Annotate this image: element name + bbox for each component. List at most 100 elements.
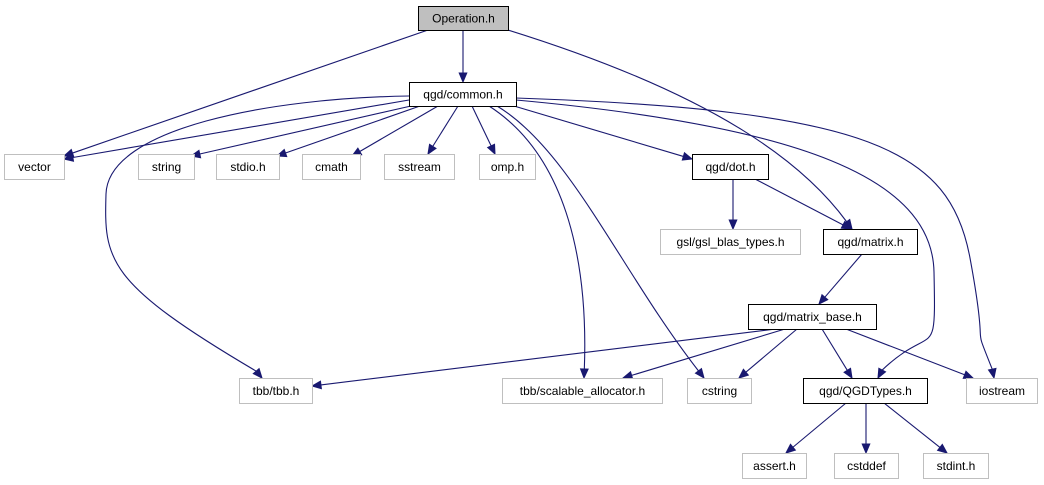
arrowhead: [458, 72, 468, 84]
node-box: [418, 6, 509, 31]
edge-common-h-to-cmath: [350, 105, 439, 157]
node-box: [138, 154, 195, 180]
node-box: [384, 154, 455, 180]
edge-line: [488, 105, 586, 370]
arrowhead: [62, 152, 75, 162]
node-label: stdint.h: [937, 459, 976, 473]
node-label: iostream: [979, 384, 1025, 398]
node-gsl-blas-types-h: gsl/gsl_blas_types.h: [660, 229, 801, 255]
arrowhead: [936, 443, 949, 454]
edge-line: [285, 105, 421, 154]
arrowhead: [818, 293, 829, 305]
edge-matrix-base-h-to-cstring: [738, 328, 798, 379]
edge-qgdtypes-h-to-cstddef: [861, 403, 871, 455]
node-label: tbb/scalable_allocator.h: [520, 384, 645, 398]
node-cmath: cmath: [302, 154, 361, 180]
edge-line: [105, 95, 410, 372]
arrowhead: [621, 370, 634, 380]
node-box: [803, 378, 928, 404]
edge-common-h-to-omp-h: [471, 105, 496, 156]
arrowhead: [252, 367, 263, 379]
arrowhead: [694, 367, 705, 380]
node-label: qgd/QGDTypes.h: [819, 384, 912, 398]
edge-line: [845, 328, 965, 376]
edge-qgdtypes-h-to-stdint-h: [883, 402, 949, 454]
edge-dot-h-to-matrix-h: [754, 178, 853, 230]
node-matrix-h[interactable]: qgd/matrix.h: [823, 229, 918, 255]
edge-common-h-to-qgdtypes-h: [515, 99, 936, 380]
node-label: qgd/matrix.h: [837, 235, 903, 249]
node-box: [742, 453, 807, 479]
node-tbb-h: tbb/tbb.h: [239, 378, 313, 404]
node-box: [239, 378, 313, 404]
arrowhead: [738, 368, 750, 379]
edges-layer: [62, 29, 997, 455]
node-box: [923, 453, 989, 479]
node-box: [660, 229, 801, 255]
node-operation-h[interactable]: Operation.h: [418, 6, 509, 31]
arrowhead: [861, 443, 871, 455]
node-scalable-allocator-h: tbb/scalable_allocator.h: [502, 378, 663, 404]
edge-dot-h-to-gsl-blas-types-h: [728, 179, 738, 231]
node-assert-h: assert.h: [742, 453, 807, 479]
node-label: cmath: [315, 160, 348, 174]
edge-line: [883, 402, 941, 448]
node-label: tbb/tbb.h: [253, 384, 300, 398]
edge-operation-h-to-vector: [62, 29, 429, 158]
node-box: [502, 378, 663, 404]
edge-line: [515, 99, 936, 371]
edge-line: [631, 328, 786, 376]
edge-line: [199, 105, 412, 155]
edge-common-h-to-cstring: [496, 105, 705, 380]
edge-line: [821, 328, 848, 371]
node-box: [748, 304, 877, 330]
arrowhead: [486, 143, 496, 156]
node-box: [409, 82, 517, 107]
node-label: qgd/dot.h: [705, 160, 755, 174]
edge-common-h-to-dot-h: [513, 105, 694, 161]
arrowhead: [728, 219, 738, 231]
node-cstddef: cstddef: [834, 453, 899, 479]
arrowhead: [310, 380, 322, 390]
node-label: cstring: [702, 384, 737, 398]
node-sstream: sstream: [384, 154, 455, 180]
node-qgdtypes-h[interactable]: qgd/QGDTypes.h: [803, 378, 928, 404]
arrowhead: [843, 367, 853, 380]
node-string: string: [138, 154, 195, 180]
edge-qgdtypes-h-to-assert-h: [785, 402, 847, 454]
edge-common-h-to-tbb-h: [105, 95, 410, 379]
edge-matrix-h-to-matrix-base-h: [818, 253, 863, 305]
node-box: [216, 154, 280, 180]
arrowhead: [987, 367, 997, 380]
edge-line: [515, 97, 993, 370]
node-box: [687, 378, 752, 404]
node-dot-h[interactable]: qgd/dot.h: [692, 154, 769, 180]
arrowhead: [785, 443, 797, 454]
node-common-h[interactable]: qgd/common.h: [409, 82, 517, 107]
edge-line: [471, 105, 492, 147]
node-stdint-h: stdint.h: [923, 453, 989, 479]
node-label: assert.h: [753, 459, 796, 473]
edge-line: [513, 105, 684, 157]
edge-common-h-to-sstream: [427, 105, 459, 156]
edge-operation-h-to-common-h: [458, 30, 468, 84]
node-box: [4, 154, 65, 180]
node-box: [834, 453, 899, 479]
edge-common-h-to-iostream: [515, 97, 997, 380]
arrowhead: [840, 220, 853, 230]
node-label: gsl/gsl_blas_types.h: [676, 235, 784, 249]
node-matrix-base-h[interactable]: qgd/matrix_base.h: [748, 304, 877, 330]
edge-line: [72, 99, 410, 159]
node-iostream: iostream: [966, 378, 1038, 404]
node-box: [823, 229, 918, 255]
node-label: omp.h: [491, 160, 524, 174]
node-box: [302, 154, 361, 180]
node-label: stdio.h: [230, 160, 265, 174]
node-vector: vector: [4, 154, 65, 180]
edge-line: [432, 105, 459, 147]
edge-matrix-base-h-to-iostream: [845, 328, 975, 379]
node-box: [966, 378, 1038, 404]
edge-line: [507, 29, 848, 223]
node-box: [479, 154, 536, 180]
